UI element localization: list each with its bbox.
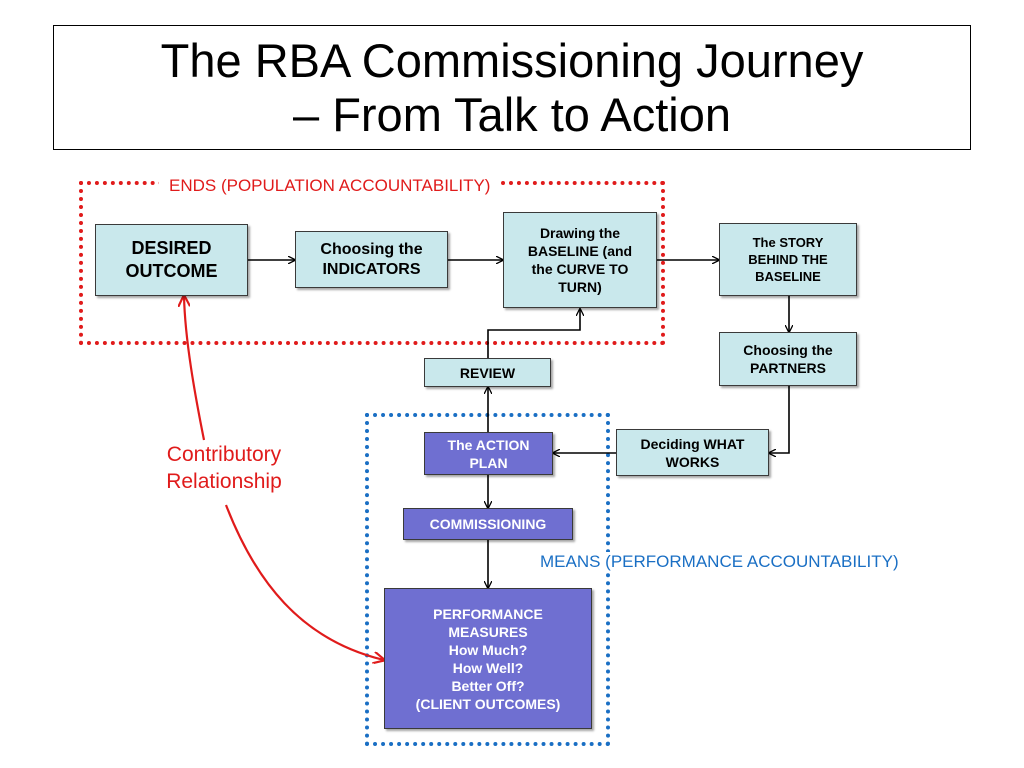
choosing-partners-line-2: PARTNERS	[750, 360, 826, 376]
choosing-partners-line-1: Choosing the	[743, 342, 833, 358]
drawing-baseline-line-1: Drawing the	[539, 225, 621, 241]
performance-measures-line-5: Better Off?	[451, 677, 525, 694]
choosing-partners-box: Choosing the PARTNERS	[719, 332, 857, 386]
title-line-2: – From Talk to Action	[293, 87, 731, 141]
performance-measures-line-3: How Much?	[448, 641, 528, 658]
performance-measures-line-4: How Well?	[452, 659, 524, 676]
deciding-what-works-box: Deciding WHAT WORKS	[616, 429, 769, 476]
performance-measures-line-6: (CLIENT OUTCOMES)	[415, 695, 561, 712]
performance-measures-line-1: PERFORMANCE	[433, 605, 543, 622]
slide-title: The RBA Commissioning Journey – From Tal…	[161, 34, 864, 142]
action-plan-line-1: The ACTION	[447, 436, 530, 453]
contributory-line-1: Contributory	[166, 443, 282, 466]
deciding-what-works-line-2: WORKS	[665, 453, 720, 470]
performance-measures-line-2: MEASURES	[448, 623, 528, 640]
action-plan-box: The ACTION PLAN	[424, 432, 553, 475]
commissioning-label: COMMISSIONING	[429, 516, 547, 532]
choosing-indicators-line-2: INDICATORS	[322, 260, 421, 278]
drawing-baseline-box: Drawing the BASELINE (and the CURVE TO T…	[503, 212, 657, 308]
contributory-line-2: Relationship	[166, 470, 282, 493]
choosing-indicators-box: Choosing the INDICATORS	[295, 231, 448, 288]
ends-region-label: ENDS (POPULATION ACCOUNTABILITY)	[159, 176, 501, 196]
drawing-baseline-line-2: BASELINE (and	[527, 243, 633, 259]
title-line-1: The RBA Commissioning Journey	[160, 33, 864, 87]
title-box: The RBA Commissioning Journey – From Tal…	[53, 25, 971, 150]
means-region-label: MEANS (PERFORMANCE ACCOUNTABILITY)	[540, 552, 899, 572]
deciding-what-works-line-1: Deciding WHAT	[640, 435, 745, 452]
commissioning-box: COMMISSIONING	[403, 508, 573, 540]
drawing-baseline-line-3: the CURVE TO	[531, 261, 629, 277]
story-behind-baseline-box: The STORY BEHIND THE BASELINE	[719, 223, 857, 296]
action-plan-line-2: PLAN	[469, 454, 508, 471]
desired-outcome-box: DESIRED OUTCOME	[95, 224, 248, 296]
choosing-indicators-line-1: Choosing the	[320, 240, 423, 258]
review-label: REVIEW	[459, 364, 516, 381]
performance-measures-box: PERFORMANCE MEASURES How Much? How Well?…	[384, 588, 592, 729]
arrow-partners-to-deciding	[769, 386, 790, 453]
story-baseline-line-2: BEHIND THE	[748, 252, 828, 267]
story-baseline-line-3: BASELINE	[755, 269, 821, 284]
story-baseline-line-1: The STORY	[752, 235, 824, 250]
review-box: REVIEW	[424, 358, 551, 387]
contributory-relationship-label: Contributory Relationship	[140, 441, 308, 495]
desired-outcome-line-1: DESIRED	[131, 238, 212, 258]
contributory-arc-lower	[224, 504, 384, 660]
drawing-baseline-line-4: TURN)	[558, 279, 602, 295]
desired-outcome-line-2: OUTCOME	[125, 261, 218, 281]
